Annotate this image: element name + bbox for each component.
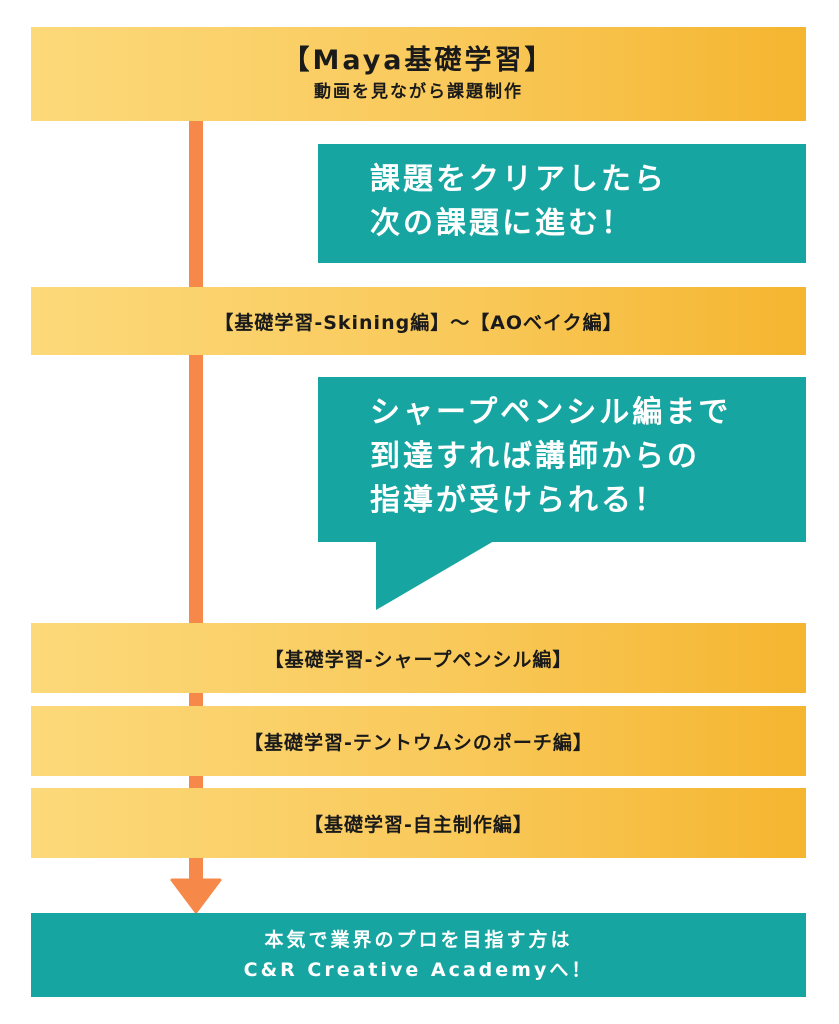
callout-guidance-line-1: シャープペンシル編まで — [370, 395, 732, 430]
flow-arrow-head — [170, 878, 222, 914]
step-sharp-pencil-label: 【基礎学習-シャープペンシル編】 — [264, 648, 573, 671]
step-skining-to-ao-bake: 【基礎学習-Skining編】～【AOベイク編】 — [31, 287, 806, 355]
final-cta-line-2: C&R Creative Academyへ！ — [243, 959, 594, 981]
header-subtitle: 動画を見ながら課題制作 — [314, 82, 523, 102]
callout-guidance-line-2: 到達すれば講師からの — [370, 439, 700, 474]
step-skining-label: 【基礎学習-Skining編】～【AOベイク編】 — [214, 311, 623, 334]
final-cta-box: 本気で業界のプロを目指す方は C&R Creative Academyへ！ — [31, 913, 806, 997]
callout-guidance-line-3: 指導が受けられる！ — [370, 483, 667, 518]
flow-arrow-line-2 — [189, 354, 203, 624]
callout-bubble-tail — [376, 541, 494, 610]
header-bar: 【Maya基礎学習】 動画を見ながら課題制作 — [31, 27, 806, 121]
callout-next-task-line-1: 課題をクリアしたら — [370, 162, 667, 197]
step-sharp-pencil: 【基礎学習-シャープペンシル編】 — [31, 623, 806, 693]
final-cta-line-1: 本気で業界のプロを目指す方は — [264, 929, 573, 951]
flow-arrow-line-1 — [189, 120, 203, 288]
callout-next-task-line-2: 次の課題に進む！ — [370, 206, 634, 241]
flow-arrow-line-4 — [189, 774, 203, 790]
step-self-production-label: 【基礎学習-自主制作編】 — [304, 813, 533, 836]
flow-arrow-line-5 — [189, 856, 203, 884]
callout-instructor-guidance: シャープペンシル編まで 到達すれば講師からの 指導が受けられる！ — [318, 377, 806, 542]
step-ladybug-pouch: 【基礎学習-テントウムシのポーチ編】 — [31, 706, 806, 776]
step-ladybug-pouch-label: 【基礎学習-テントウムシのポーチ編】 — [244, 731, 593, 754]
flow-arrow-line-3 — [189, 692, 203, 708]
step-self-production: 【基礎学習-自主制作編】 — [31, 788, 806, 858]
callout-next-task: 課題をクリアしたら 次の課題に進む！ — [318, 144, 806, 263]
header-title: 【Maya基礎学習】 — [282, 45, 555, 76]
